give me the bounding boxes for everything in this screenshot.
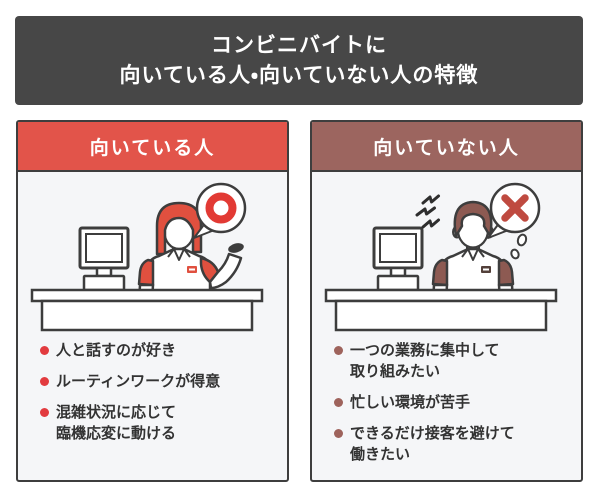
raised-hand — [208, 252, 243, 290]
not-suited-clerk-scene — [324, 182, 558, 332]
sweat-drops-icon — [510, 233, 528, 260]
name-badge — [481, 266, 491, 273]
register-monitor-icon — [78, 226, 130, 292]
bullet-dot — [40, 346, 49, 355]
bullet-dot — [334, 346, 343, 355]
register-monitor-icon — [372, 226, 424, 292]
register-counter — [30, 288, 264, 332]
bullet-text: できるだけ接客を避けて 働きたい — [350, 425, 515, 463]
bullet-text: 一つの業務に集中して 取り組みたい — [350, 342, 500, 380]
bullet-text: 忙しい環境が苦手 — [350, 394, 471, 411]
clerk-hair — [453, 200, 493, 238]
annoyance-squiggle-icon — [415, 194, 440, 229]
bullet-text: 混雑状況に応じて 臨機応変に動ける — [56, 404, 177, 442]
list-item: 混雑状況に応じて 臨機応変に動ける — [40, 402, 275, 444]
card-not-suited-title: 向いていない人 — [373, 137, 520, 159]
list-item: 人と話すのが好き — [40, 340, 275, 361]
card-suited-header: 向いている人 — [18, 122, 287, 172]
circle-mark-icon — [205, 192, 237, 224]
bullet-dot — [334, 429, 343, 438]
title-banner: コンビニバイトに 向いている人・向いていない人の特徴 — [15, 16, 583, 105]
card-not-suited-illustration — [312, 172, 581, 332]
bullet-dot — [40, 377, 49, 386]
card-suited-title: 向いている人 — [89, 137, 216, 159]
register-counter — [324, 288, 558, 332]
bullet-dot — [40, 408, 49, 417]
card-not-suited-header: 向いていない人 — [312, 122, 581, 172]
card-suited-illustration — [18, 172, 287, 332]
bullet-dot — [334, 398, 343, 407]
card-not-suited: 向いていない人 — [310, 120, 583, 482]
not-suited-bullet-list: 一つの業務に集中して 取り組みたい 忙しい環境が苦手 できるだけ接客を避けて 働… — [312, 332, 581, 465]
suited-bullet-list: 人と話すのが好き ルーティンワークが得意 混雑状況に応じて 臨機応変に動ける — [18, 332, 287, 444]
speech-bubble — [487, 182, 541, 239]
list-item: できるだけ接客を避けて 働きたい — [334, 423, 569, 465]
list-item: 忙しい環境が苦手 — [334, 392, 569, 413]
suited-clerk-scene — [30, 182, 264, 332]
cross-mark-icon — [501, 194, 529, 222]
card-suited: 向いている人 — [16, 120, 289, 482]
name-badge — [187, 266, 197, 273]
bullet-text: 人と話すのが好き — [56, 342, 177, 359]
page-title: コンビニバイトに 向いている人・向いていない人の特徴 — [119, 33, 479, 87]
list-item: ルーティンワークが得意 — [40, 371, 275, 392]
bullet-text: ルーティンワークが得意 — [56, 373, 221, 390]
speech-bubble — [193, 182, 247, 239]
list-item: 一つの業務に集中して 取り組みたい — [334, 340, 569, 382]
